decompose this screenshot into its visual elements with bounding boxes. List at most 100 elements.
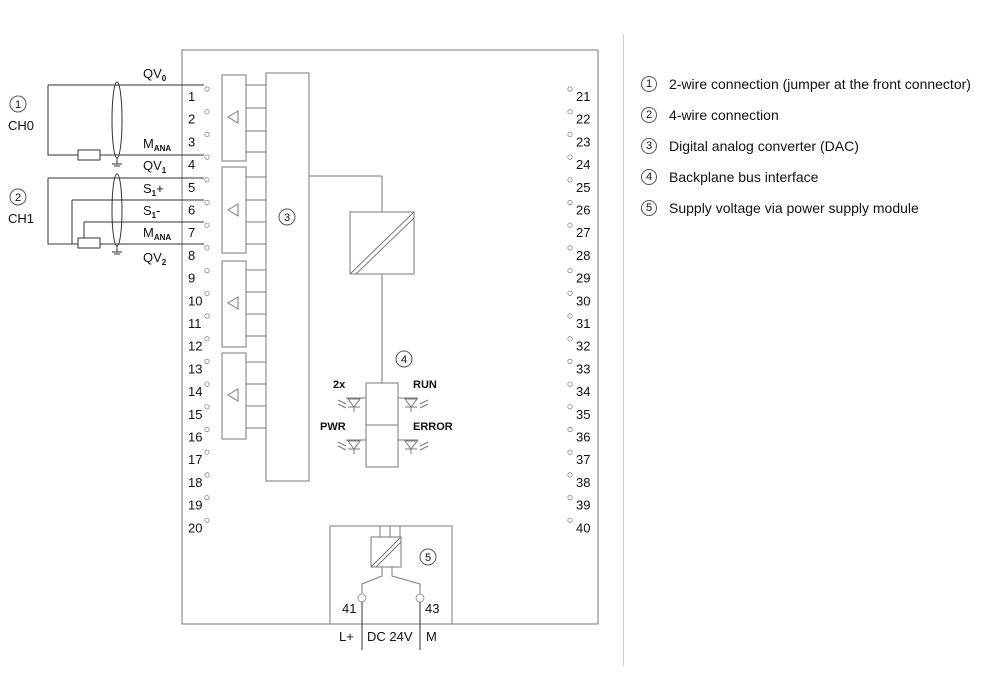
pin-dot xyxy=(567,381,573,387)
svg-text:4: 4 xyxy=(401,354,407,366)
svg-text:1: 1 xyxy=(15,99,21,111)
pin-dot xyxy=(567,517,573,523)
supply-pin-left: 41 xyxy=(342,601,356,616)
pin-dot xyxy=(204,426,210,433)
callout-ch1: 2 xyxy=(9,188,27,206)
pin-dot xyxy=(567,494,573,501)
callout-supply: 5 xyxy=(419,548,437,566)
svg-text:2: 2 xyxy=(15,192,21,204)
pin-dot xyxy=(567,222,573,228)
pin-dot xyxy=(204,109,210,115)
pin-dot xyxy=(204,177,210,183)
pin-dot xyxy=(567,358,573,364)
pin-dot xyxy=(204,517,210,523)
pin-number: 36 xyxy=(576,430,590,445)
pin-dot xyxy=(204,381,210,387)
pin-dot xyxy=(204,336,210,342)
pin-number: 26 xyxy=(576,203,590,218)
pin-dot xyxy=(567,426,573,433)
signal-mana-ch1: MANA xyxy=(143,225,171,242)
terminal-41 xyxy=(357,593,367,603)
signal-qv1: QV1 xyxy=(143,158,167,175)
pin-dot xyxy=(567,472,573,478)
dac-channel-blocks xyxy=(221,74,266,440)
pin-number: 18 xyxy=(188,475,202,490)
pin-number: 38 xyxy=(576,475,590,490)
pin-dot xyxy=(204,358,210,364)
column-separator xyxy=(623,34,624,666)
amplifier-icon xyxy=(227,388,239,402)
channel-label-ch0: CH0 xyxy=(8,118,34,133)
pin-number: 6 xyxy=(188,203,195,218)
callout-backplane: 4 xyxy=(395,350,413,368)
pin-number: 25 xyxy=(576,180,590,195)
pin-dot xyxy=(204,86,210,92)
led-label-pwr: PWR xyxy=(320,421,346,433)
led-label-run: RUN xyxy=(413,379,437,391)
pin-number: 29 xyxy=(576,271,590,286)
legend-badge: 5 xyxy=(641,200,657,216)
channel-block-2 xyxy=(221,260,247,348)
pin-number: 39 xyxy=(576,498,590,513)
pin-dot xyxy=(567,154,573,160)
pin-dot xyxy=(567,109,573,115)
pin-number: 14 xyxy=(188,384,202,399)
pin-dot xyxy=(204,222,210,228)
amplifier-icon xyxy=(227,203,239,217)
pin-number: 20 xyxy=(188,520,202,535)
pin-dot xyxy=(204,494,210,501)
pin-dot xyxy=(567,267,573,274)
pin-number: 27 xyxy=(576,225,590,240)
pin-number: 3 xyxy=(188,134,195,149)
pin-dot xyxy=(204,290,210,296)
pin-number: 40 xyxy=(576,520,590,535)
pin-dot xyxy=(567,290,573,296)
pin-number: 31 xyxy=(576,316,590,331)
pin-dot xyxy=(204,313,210,319)
callout-ch0: 1 xyxy=(9,95,27,113)
dac-block xyxy=(265,72,310,482)
callout-dac: 3 xyxy=(278,208,296,226)
svg-text:5: 5 xyxy=(425,552,431,564)
pin-number: 17 xyxy=(188,452,202,467)
pin-number: 8 xyxy=(188,248,195,263)
channel-block-0 xyxy=(221,74,247,162)
pin-dot xyxy=(567,131,573,137)
legend-badge: 3 xyxy=(641,138,657,154)
supply-l-plus: L+ xyxy=(339,629,354,644)
pin-number: 37 xyxy=(576,452,590,467)
legend-text: 2-wire connection (jumper at the front c… xyxy=(669,76,971,92)
pin-number: 22 xyxy=(576,112,590,127)
pin-number: 28 xyxy=(576,248,590,263)
led-label-error: ERROR xyxy=(413,421,453,433)
legend-badge: 4 xyxy=(641,169,657,185)
pin-dot xyxy=(204,131,210,137)
pin-dot xyxy=(567,199,573,206)
legend-badge: 1 xyxy=(641,76,657,92)
amplifier-icon xyxy=(227,296,239,310)
ch0-wiring xyxy=(47,81,204,167)
pin-number: 12 xyxy=(188,339,202,354)
terminal-43 xyxy=(415,593,425,603)
legend-text: Backplane bus interface xyxy=(669,169,819,185)
legend-badge: 2 xyxy=(641,107,657,123)
pin-number: 30 xyxy=(576,293,590,308)
pin-dot xyxy=(567,449,573,455)
supply-pin-right: 43 xyxy=(425,601,439,616)
pin-number: 13 xyxy=(188,361,202,376)
legend-item: 4 Backplane bus interface xyxy=(641,167,818,187)
pin-dot xyxy=(567,177,573,183)
pin-number: 15 xyxy=(188,407,202,422)
pin-number: 1 xyxy=(188,89,195,104)
pin-number: 2 xyxy=(188,112,195,127)
pin-number: 33 xyxy=(576,361,590,376)
pin-number: 23 xyxy=(576,134,590,149)
pin-number: 21 xyxy=(576,89,590,104)
svg-text:3: 3 xyxy=(284,212,290,224)
